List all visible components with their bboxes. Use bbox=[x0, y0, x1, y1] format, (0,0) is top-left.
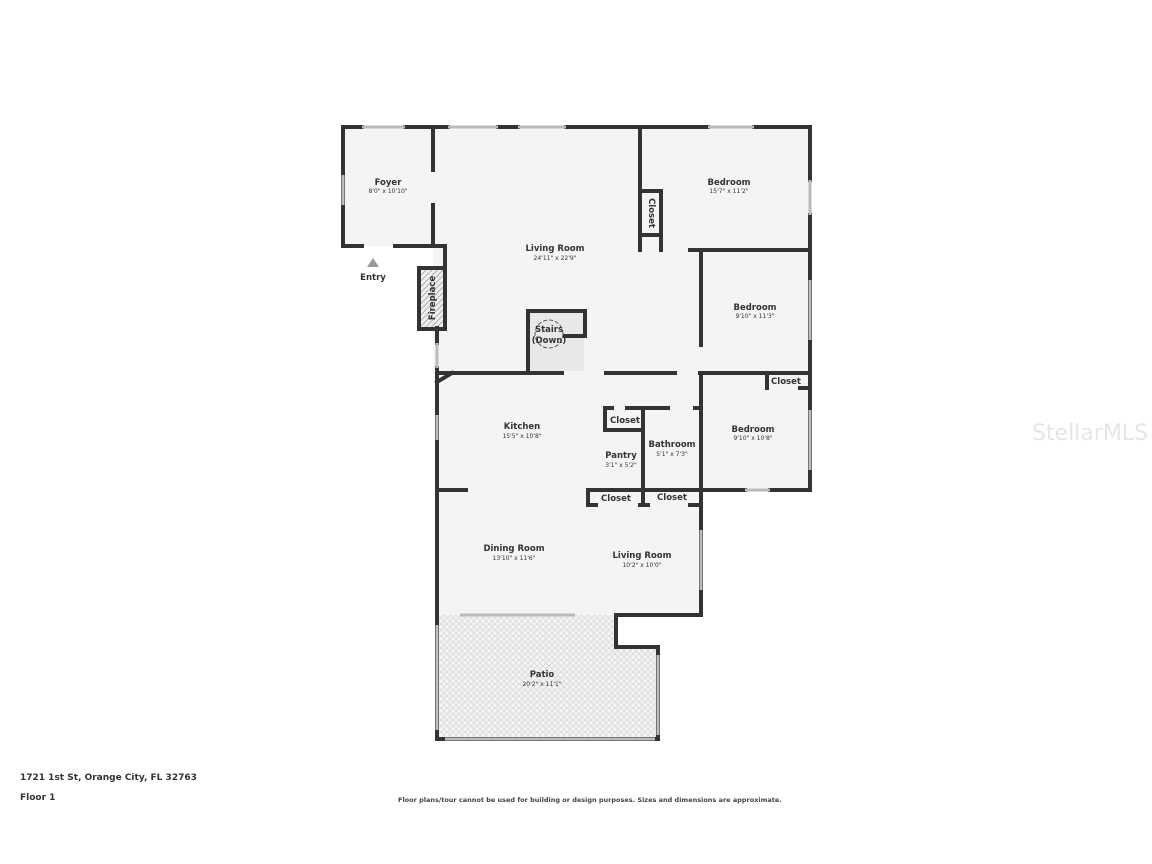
stairs-icon bbox=[534, 319, 564, 349]
floor-label: Floor 1 bbox=[20, 793, 56, 803]
room-name-foyer: Foyer bbox=[375, 178, 403, 188]
entry-label: Entry bbox=[360, 273, 386, 283]
room-dims-patio: 20'2" x 11'1" bbox=[522, 681, 561, 688]
room-name-dining: Dining Room bbox=[483, 544, 544, 554]
room-name-bathroom: Bathroom bbox=[648, 440, 695, 450]
fireplace-label: Fireplace bbox=[428, 276, 438, 320]
closet-label: Closet bbox=[771, 377, 801, 387]
fireplace-hatch bbox=[421, 270, 443, 327]
room-labels: Foyer 8'0" x 10'10" Living Room 24'11" x… bbox=[368, 178, 800, 688]
closet-label: Closet bbox=[601, 494, 631, 504]
address: 1721 1st St, Orange City, FL 32763 bbox=[20, 773, 197, 783]
room-name-patio: Patio bbox=[530, 670, 555, 680]
closet-label: Closet bbox=[610, 416, 640, 426]
watermark: StellarMLS bbox=[1032, 421, 1148, 446]
room-name-bedroom1: Bedroom bbox=[707, 178, 750, 188]
room-name-bedroom2: Bedroom bbox=[733, 303, 776, 313]
room-name-pantry: Pantry bbox=[605, 451, 637, 461]
room-dims-pantry: 3'1" x 5'2" bbox=[605, 462, 637, 469]
room-dims-dining: 13'10" x 11'6" bbox=[493, 555, 536, 562]
patio-floor bbox=[437, 615, 658, 739]
closet-label: Closet bbox=[646, 198, 656, 228]
room-dims-living2: 10'2" x 10'0" bbox=[622, 562, 661, 569]
room-dims-bedroom3: 9'10" x 10'8" bbox=[733, 435, 772, 442]
room-dims-foyer: 8'0" x 10'10" bbox=[368, 188, 407, 195]
entry-arrow-icon bbox=[367, 258, 379, 267]
stairs-label-down: (Down) bbox=[532, 336, 567, 346]
room-name-kitchen: Kitchen bbox=[504, 422, 540, 432]
disclaimer: Floor plans/tour cannot be used for buil… bbox=[398, 796, 782, 804]
room-dims-kitchen: 15'5" x 10'8" bbox=[502, 433, 541, 440]
room-dims-bedroom1: 15'7" x 11'2" bbox=[709, 188, 748, 195]
windows bbox=[341, 125, 812, 741]
room-dims-bathroom: 5'1" x 7'3" bbox=[656, 451, 688, 458]
room-name-living1: Living Room bbox=[526, 244, 585, 254]
stairs-label: Stairs bbox=[535, 325, 563, 335]
room-dims-bedroom2: 9'10" x 11'3" bbox=[735, 313, 774, 320]
room-name-living2: Living Room bbox=[613, 551, 672, 561]
closet-label: Closet bbox=[657, 493, 687, 503]
room-name-bedroom3: Bedroom bbox=[731, 425, 774, 435]
room-dims-living1: 24'11" x 22'9" bbox=[534, 255, 577, 262]
